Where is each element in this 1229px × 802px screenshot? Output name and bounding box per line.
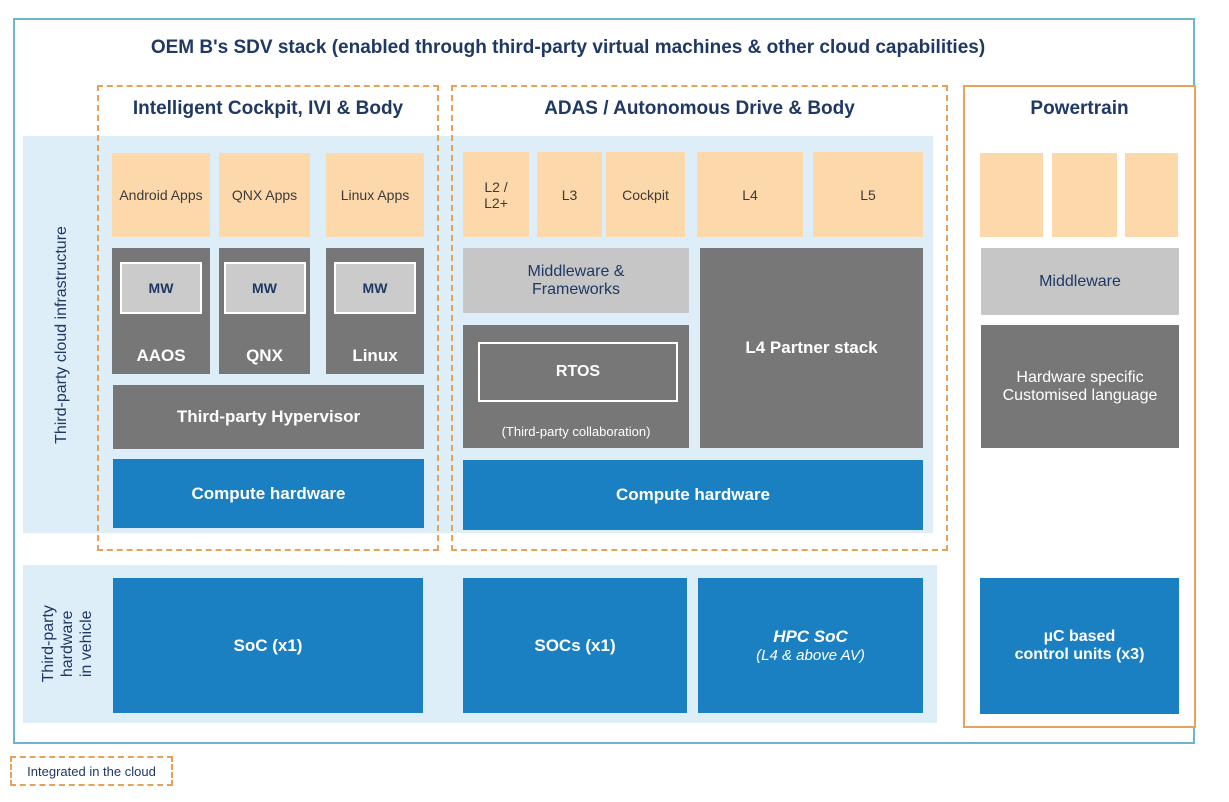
linux-label: Linux: [352, 346, 398, 365]
side-label-hardware-container: Third-party hardware in vehicle: [23, 565, 113, 723]
box-compute-hardware-adas: Compute hardware: [463, 460, 923, 530]
box-level-l2: L2 / L2+: [463, 152, 529, 237]
legend-integrated-in-cloud: Integrated in the cloud: [10, 756, 173, 786]
box-hpc-soc: HPC SoC (L4 & above AV): [698, 578, 923, 713]
box-socs-x1: SOCs (x1): [463, 578, 687, 713]
box-android-apps: Android Apps: [112, 153, 210, 237]
box-powertrain-middleware: Middleware: [981, 248, 1179, 315]
column-cockpit-border: [97, 85, 439, 551]
box-compute-hardware-cockpit: Compute hardware: [113, 459, 424, 528]
powertrain-app-box-2: [1052, 153, 1117, 237]
box-linux-apps: Linux Apps: [326, 153, 424, 237]
box-level-l5: L5: [813, 152, 923, 237]
column-adas-border: [451, 85, 948, 551]
header-adas: ADAS / Autonomous Drive & Body: [544, 98, 855, 119]
box-uc-control-units: µC based control units (x3): [980, 578, 1179, 714]
box-qnx-apps: QNX Apps: [219, 153, 310, 237]
powertrain-app-box-1: [980, 153, 1043, 237]
box-l4-partner-stack: L4 Partner stack: [700, 248, 923, 448]
box-aaos: MW AAOS: [112, 248, 210, 374]
mw-chip-linux: MW: [334, 262, 416, 314]
header-powertrain: Powertrain: [1030, 98, 1129, 119]
header-cockpit: Intelligent Cockpit, IVI & Body: [132, 98, 404, 119]
qnx-label: QNX: [246, 346, 283, 365]
page-title: OEM B's SDV stack (enabled through third…: [150, 37, 986, 58]
aaos-label: AAOS: [136, 346, 186, 365]
box-linux: MW Linux: [326, 248, 424, 374]
box-qnx: MW QNX: [219, 248, 310, 374]
side-label-cloud-infrastructure: Third-party cloud infrastructure: [53, 225, 71, 444]
box-level-cockpit: Cockpit: [606, 152, 685, 237]
box-level-l4: L4: [697, 152, 803, 237]
box-hardware-specific-language: Hardware specific Customised language: [981, 325, 1179, 448]
hpc-soc-title: HPC SoC: [773, 627, 848, 646]
powertrain-app-box-3: [1125, 153, 1178, 237]
hpc-soc-subtitle: (L4 & above AV): [756, 647, 865, 664]
mw-chip-aaos: MW: [120, 262, 202, 314]
box-soc-x1: SoC (x1): [113, 578, 423, 713]
box-middleware-frameworks: Middleware & Frameworks: [463, 248, 689, 313]
box-rtos-container: RTOS (Third-party collaboration): [463, 325, 689, 448]
rtos-note: (Third-party collaboration): [501, 424, 651, 439]
side-label-cloud-container: Third-party cloud infrastructure: [23, 136, 101, 533]
mw-chip-qnx: MW: [223, 262, 306, 314]
box-third-party-hypervisor: Third-party Hypervisor: [113, 385, 424, 449]
box-rtos: RTOS: [478, 342, 678, 402]
box-level-l3: L3: [537, 152, 602, 237]
side-label-hardware-in-vehicle: Third-party hardware in vehicle: [40, 605, 96, 683]
